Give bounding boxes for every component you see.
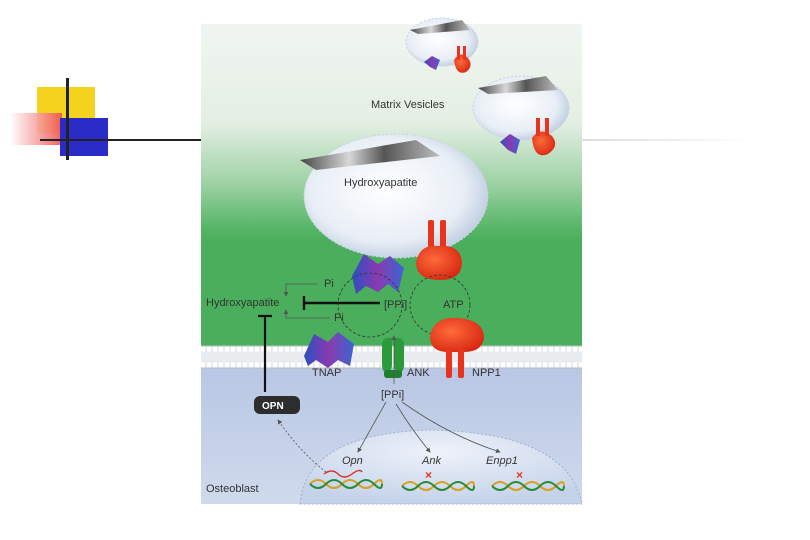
slide-rule-line-faded — [580, 139, 750, 141]
label-gene-enpp1: Enpp1 — [486, 455, 518, 467]
slide-accent-vertical-line — [66, 78, 69, 160]
label-opn: OPN — [262, 401, 284, 412]
matrix-vesicle-2 — [472, 75, 570, 156]
label-hydroxyapatite-crystal: Hydroxyapatite — [344, 177, 417, 189]
label-ppi-extracellular: [PPi] — [384, 299, 407, 311]
label-atp: ATP — [443, 299, 464, 311]
blocked-x-icon: × — [425, 468, 432, 482]
arrow-opn-gene-to-protein — [277, 419, 327, 473]
hydroxyapatite-crystal — [300, 140, 440, 170]
dna-opn — [309, 469, 383, 489]
reaction-cycle-left — [337, 272, 403, 338]
arrow-pi-bottom — [283, 309, 330, 319]
label-npp1: NPP1 — [472, 367, 501, 379]
label-matrix-vesicles: Matrix Vesicles — [371, 99, 445, 111]
slide-rule-line — [40, 139, 240, 141]
npp1-icon — [430, 317, 484, 378]
arrow-ppi-to-opn — [357, 401, 387, 453]
vesicle-npp1-icon — [416, 220, 462, 280]
arrow-ppi-to-enpp1 — [401, 401, 501, 454]
matrix-vesicle-1 — [405, 17, 479, 73]
inhibition-opn-hydroxyapatite — [258, 314, 272, 392]
opn-protein: OPN — [254, 396, 300, 414]
label-pi-bottom: Pi — [334, 312, 344, 324]
dna-enpp1: × — [491, 468, 565, 491]
nucleus — [299, 429, 583, 505]
label-hydroxyapatite: Hydroxyapatite — [206, 297, 279, 309]
ank-icon — [382, 338, 404, 378]
label-ppi-intracellular: [PPi] — [381, 389, 404, 401]
label-tnap: TNAP — [312, 367, 341, 379]
vesicle-tnap-icon — [352, 254, 404, 294]
label-gene-ank: Ank — [421, 455, 441, 467]
inhibition-ppi-hydroxyapatite — [302, 296, 380, 310]
label-ank: ANK — [407, 367, 430, 379]
arrow-ppi-to-ank — [395, 403, 431, 453]
label-pi-top: Pi — [324, 278, 334, 290]
label-gene-opn: Opn — [342, 455, 363, 467]
blocked-x-icon: × — [516, 468, 523, 482]
tnap-icon — [304, 332, 354, 368]
arrow-pi-top — [283, 283, 318, 297]
label-osteoblast: Osteoblast — [206, 483, 259, 495]
dna-ank: × — [401, 468, 475, 491]
